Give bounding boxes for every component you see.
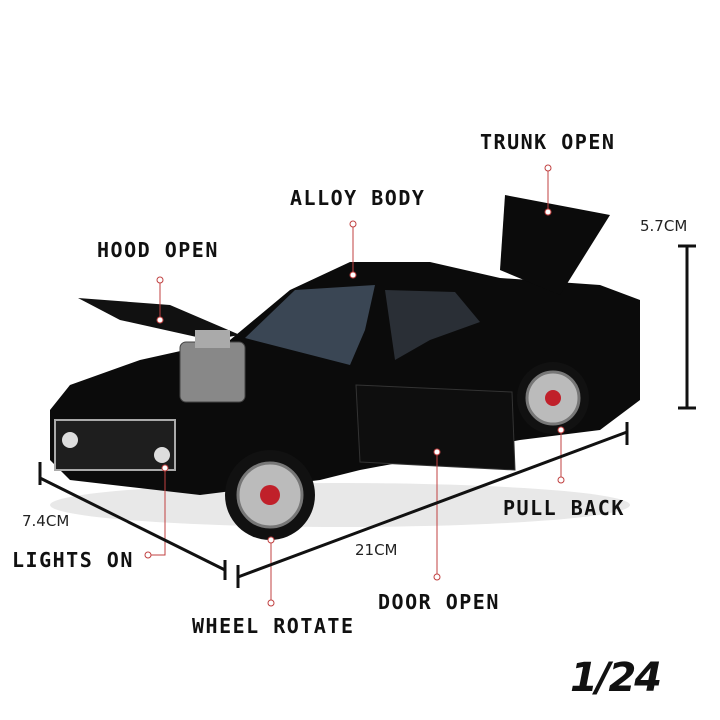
label-door-open: DOOR OPEN [378, 590, 500, 614]
dimension-lines [38, 244, 696, 588]
label-hood-open: HOOD OPEN [97, 238, 219, 262]
car-model [50, 195, 640, 540]
rear-wheel [517, 362, 589, 434]
label-lights-on: LIGHTS ON [12, 548, 134, 572]
dimension-height: 5.7CM [640, 217, 688, 235]
callouts [144, 164, 565, 607]
dimension-length: 21CM [355, 541, 398, 559]
label-pull-back: PULL BACK [503, 496, 625, 520]
label-trunk-open: TRUNK OPEN [480, 130, 616, 154]
label-wheel-rotate: WHEEL ROTATE [192, 614, 355, 638]
label-alloy-body: ALLOY BODY [290, 186, 426, 210]
scale-label: 1/24 [570, 655, 662, 701]
front-wheel [225, 450, 315, 540]
dimension-width: 7.4CM [22, 512, 70, 530]
